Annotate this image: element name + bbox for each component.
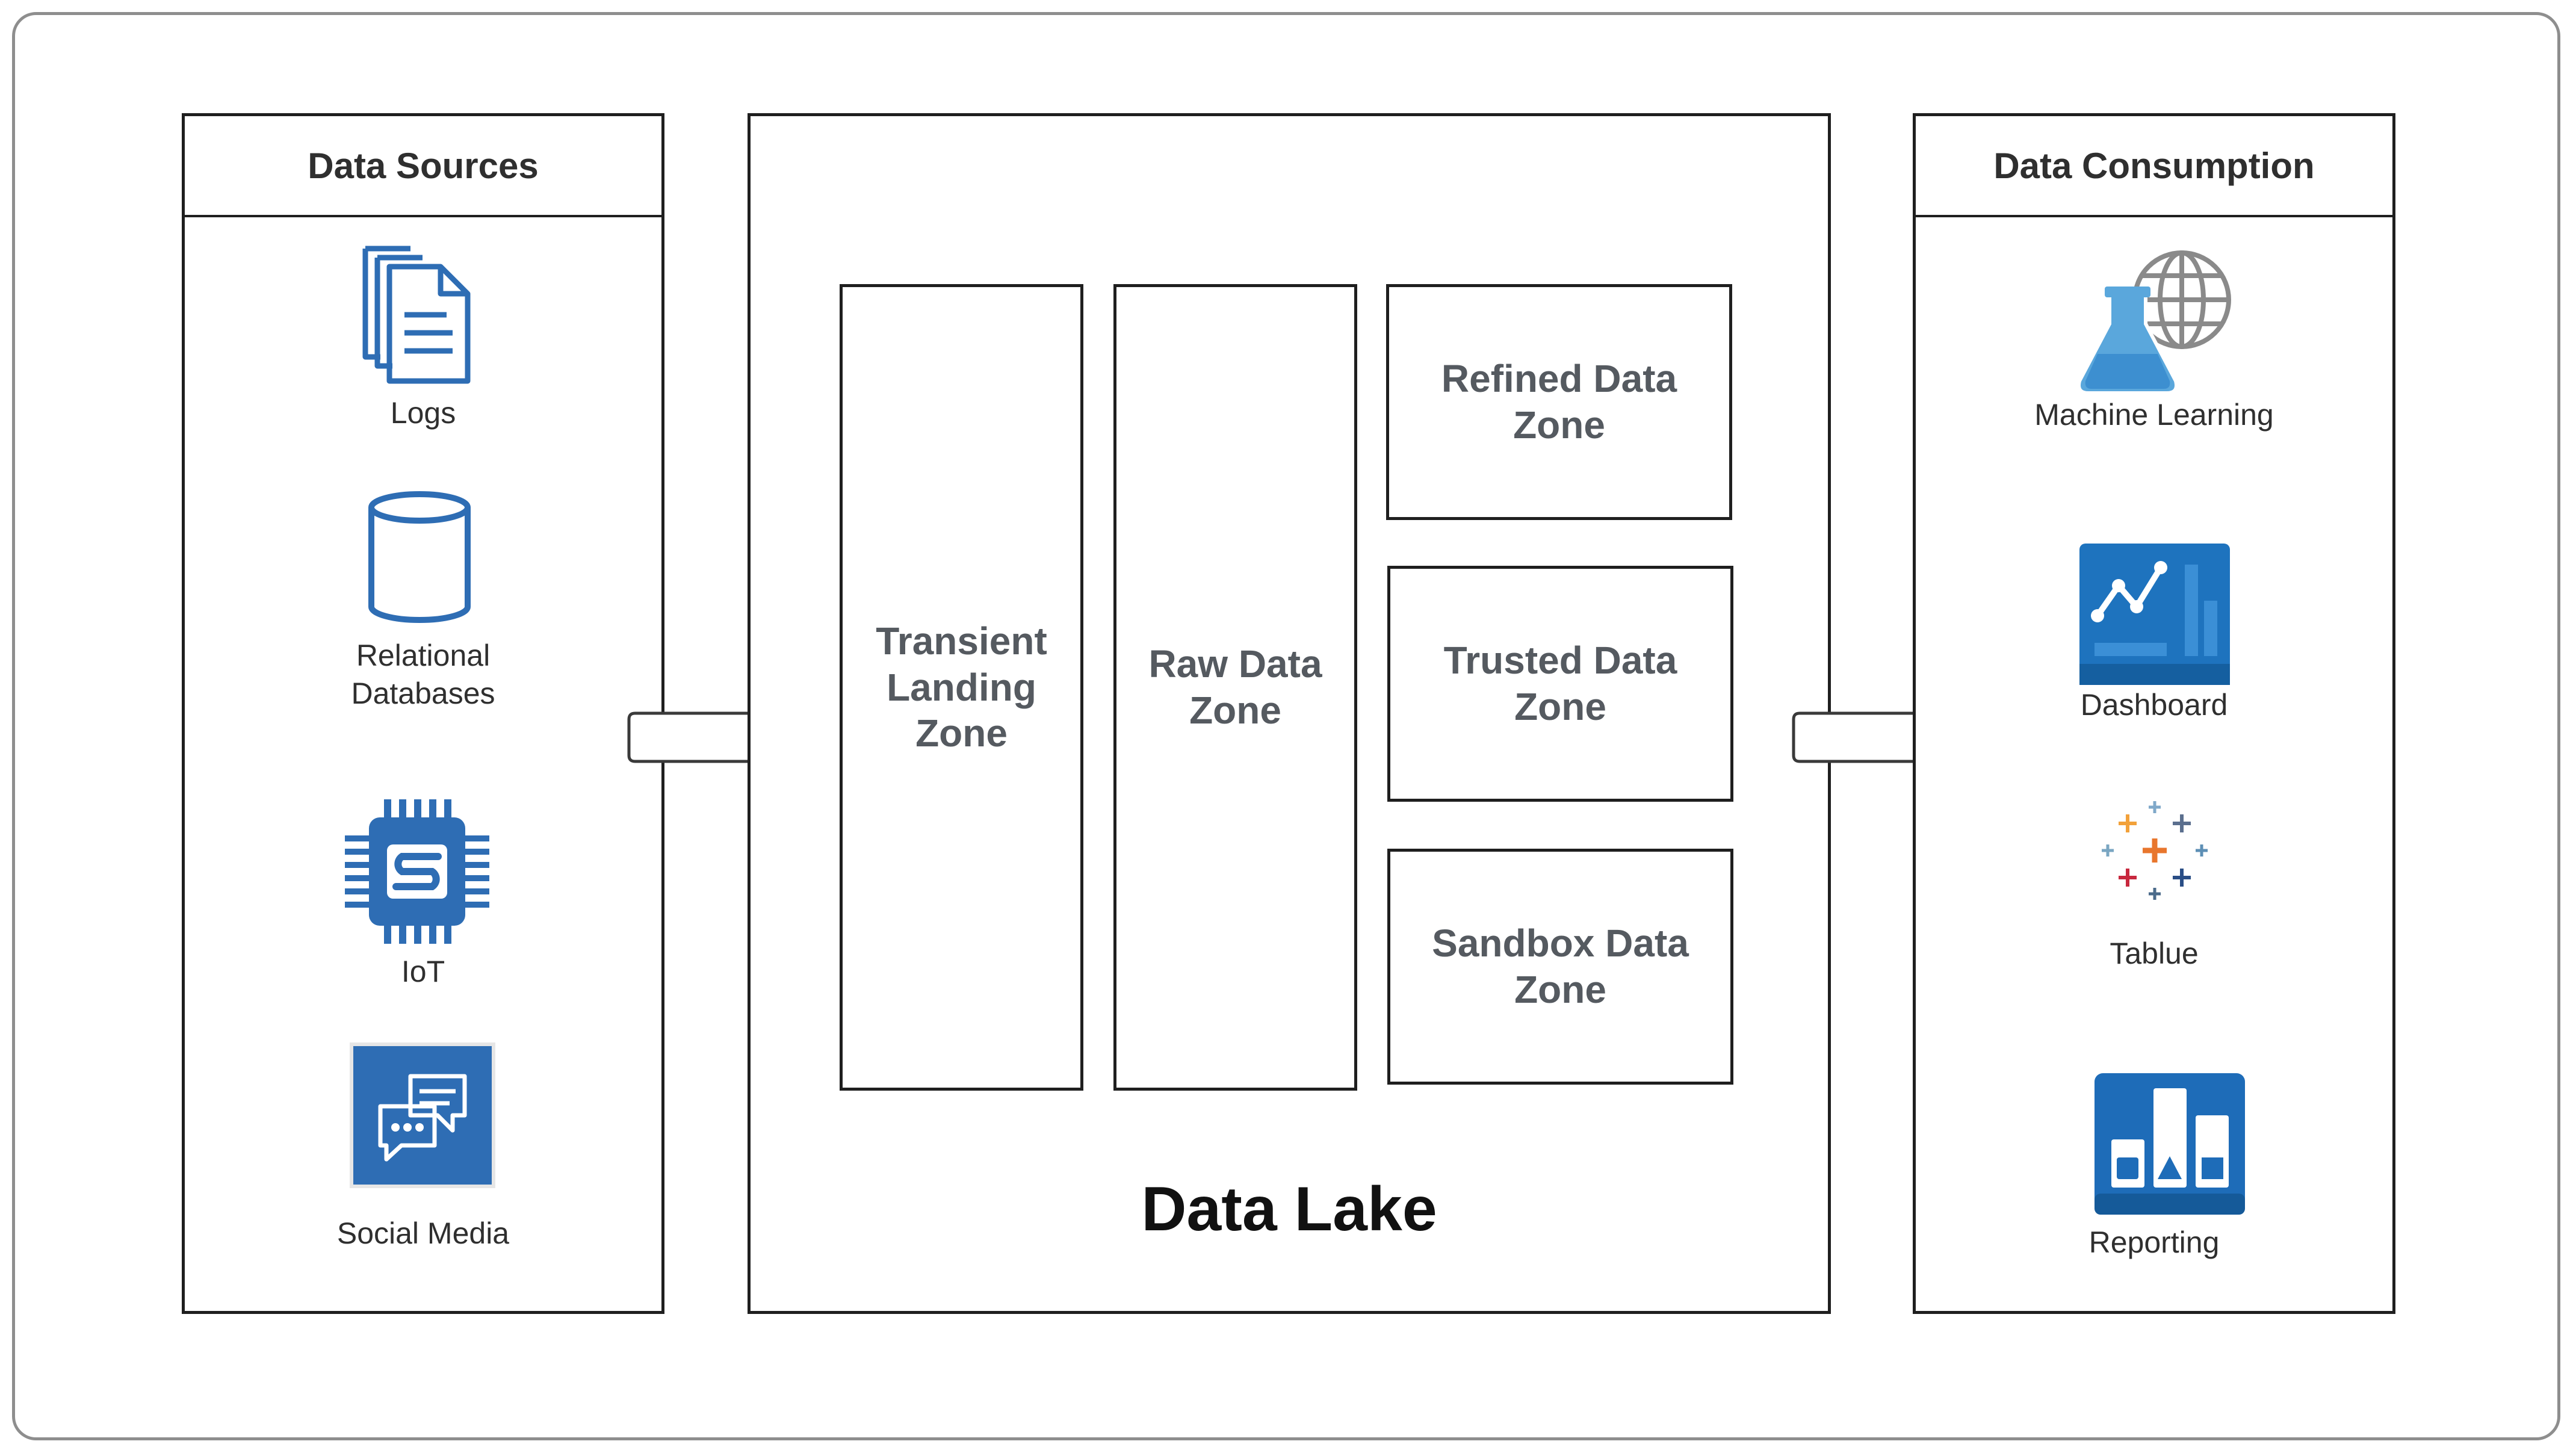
iot-chip-icon [345,799,489,944]
logs-icon [362,246,471,384]
social-media-label: Social Media [336,1216,510,1250]
data-consumption-title: Data Consumption [1916,116,2392,217]
data-sources-title: Data Sources [185,116,661,217]
machine-learning-icon [2077,250,2231,395]
refined-data-zone: Refined Data Zone [1386,284,1732,520]
tableau-item: Tablue [1916,796,2392,1067]
dashboard-item: Dashboard [1916,544,2392,844]
relational-databases-item: Relational Databases [185,489,661,826]
relational-databases-label: Relational Databases [351,639,495,710]
raw-data-zone-label: Raw Data Zone [1148,642,1322,732]
sandbox-data-zone: Sandbox Data Zone [1387,849,1733,1085]
raw-data-zone: Raw Data Zone [1113,284,1357,1091]
sandbox-data-zone-label: Sandbox Data Zone [1432,922,1689,1011]
tableau-icon [2102,801,2208,900]
logs-label: Logs [390,396,456,430]
reporting-icon [2095,1073,2245,1215]
dashboard-label: Dashboard [2080,688,2228,722]
diagram-frame [12,12,2560,1440]
transient-landing-zone: Transient Landing Zone [840,284,1083,1091]
iot-label: IoT [401,955,445,988]
data-lake-title: Data Lake [1141,1174,1437,1244]
data-sources-panel: Data Sources Logs Relational Databases [182,113,664,1314]
machine-learning-item: Machine Learning [1916,250,2392,553]
dashboard-icon [2079,544,2230,685]
refined-data-zone-label: Refined Data Zone [1441,357,1677,447]
trusted-data-zone-label: Trusted Data Zone [1443,639,1677,728]
transient-landing-zone-label: Transient Landing Zone [876,619,1047,755]
database-icon [368,491,471,623]
machine-learning-label: Machine Learning [2034,398,2274,432]
logs-item: Logs [185,243,661,556]
social-media-item: Social Media [185,1040,661,1317]
reporting-label: Reporting [2088,1225,2220,1259]
iot-item: IoT [185,799,661,1088]
trusted-data-zone: Trusted Data Zone [1387,566,1733,802]
social-media-icon [350,1042,495,1188]
data-consumption-panel: Data Consumption Machine Learning [1913,113,2395,1314]
reporting-item: Reporting [1916,1073,2392,1314]
tableau-label: Tablue [2110,937,2199,970]
